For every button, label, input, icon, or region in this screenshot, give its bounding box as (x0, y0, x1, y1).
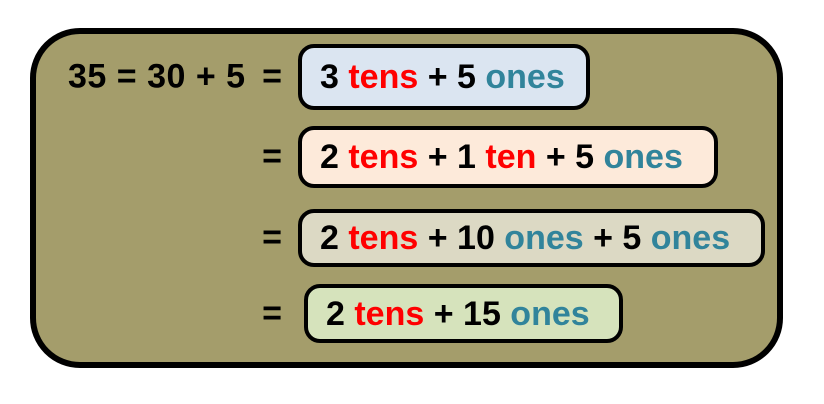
lead-equation: 35 = 30 + 5 (68, 57, 246, 96)
text-segment: ones (504, 219, 584, 257)
equals-sign: = (262, 294, 282, 332)
text-segment: ones (485, 58, 565, 96)
text-segment: + 1 (418, 138, 486, 176)
equals-sign: = (262, 218, 282, 257)
equation-row: = 2 tens + 15 ones (0, 284, 824, 343)
text-segment: + 5 (536, 138, 604, 176)
text-segment: ten (485, 138, 537, 176)
equals-sign: = (262, 57, 282, 96)
text-segment: 2 (320, 219, 349, 257)
text-segment: + 5 (418, 58, 486, 96)
decomposition-box: 2 tens + 10 ones + 5 ones (298, 209, 765, 267)
text-segment: 2 (320, 138, 349, 176)
text-segment: tens (348, 138, 419, 176)
equals-sign: = (262, 137, 282, 176)
equation-row: = 2 tens + 1 ten + 5 ones (0, 126, 824, 188)
decomposition-text: 2 tens + 15 ones (326, 297, 590, 331)
text-segment: + 5 (583, 219, 651, 257)
text-segment: + 10 (418, 219, 505, 257)
decomposition-box: 2 tens + 15 ones (304, 284, 623, 343)
text-segment: ones (650, 219, 731, 257)
equation-row: 35 = 30 + 5 = 3 tens + 5 ones (0, 44, 824, 110)
equation-row: = 2 tens + 10 ones + 5 ones (0, 209, 824, 267)
text-segment: ones (603, 138, 683, 176)
decomposition-box: 2 tens + 1 ten + 5 ones (298, 126, 718, 188)
text-segment: + 15 (424, 294, 511, 333)
text-segment: tens (348, 58, 419, 96)
decomposition-text: 3 tens + 5 ones (320, 60, 565, 94)
text-segment: ones (510, 294, 590, 333)
decomposition-text: 2 tens + 1 ten + 5 ones (320, 140, 683, 174)
decomposition-text: 2 tens + 10 ones + 5 ones (320, 221, 730, 255)
text-segment: 2 (326, 294, 355, 333)
text-segment: tens (348, 219, 419, 257)
text-segment: tens (354, 294, 425, 333)
text-segment: 3 (320, 58, 349, 96)
decomposition-box: 3 tens + 5 ones (298, 44, 590, 110)
